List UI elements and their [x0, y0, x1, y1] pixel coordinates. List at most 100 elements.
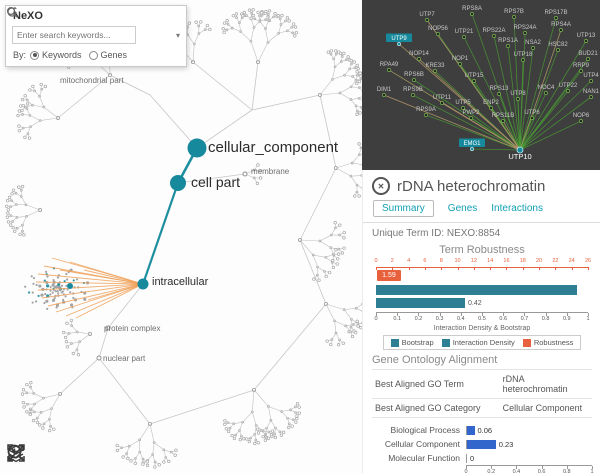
interaction-density-bar	[376, 298, 466, 308]
detail-tabs: Summary Genes Interactions	[363, 198, 600, 223]
gene-node-utp15[interactable]: UTP15	[465, 73, 484, 79]
radio-genes[interactable]	[88, 50, 98, 60]
gene-node-utp7[interactable]: UTP7	[419, 12, 435, 18]
node-cluster-term[interactable]	[67, 283, 73, 289]
gene-node-nop6[interactable]: NOP6	[573, 113, 590, 119]
go-chart-track: 0	[466, 453, 592, 463]
gene-node-emg1[interactable]: EMG1	[463, 141, 481, 147]
reset-icon[interactable]	[7, 6, 172, 42]
axis-tick	[524, 313, 526, 316]
gene-node-utp11[interactable]: UTP11	[433, 95, 452, 101]
gene-node-kre33[interactable]: KRE33	[425, 63, 445, 69]
expand-arrows-button[interactable]	[8, 443, 129, 467]
tab-summary[interactable]: Summary	[373, 200, 434, 217]
go-chart-label-cellular-component: Cellular Component	[384, 439, 460, 449]
term-label-cellular-component[interactable]: cellular_component	[208, 139, 339, 156]
gene-node-nop56[interactable]: NOP56	[428, 26, 448, 32]
gene-node-dim1[interactable]: DIM1	[377, 87, 392, 93]
tab-genes[interactable]: Genes	[447, 203, 478, 214]
go-chart-label-biological-process: Biological Process	[390, 425, 460, 435]
zoom-out-button[interactable]	[7, 443, 63, 467]
term-label-intracellular[interactable]: intracellular	[152, 276, 209, 288]
ontology-canvas[interactable]: mitochondrial part cellular_component ce…	[0, 0, 362, 473]
gene-node-rps22a[interactable]: RPS22A	[482, 28, 505, 34]
term-label-protein-complex[interactable]: protein complex	[104, 324, 161, 333]
gene-node-bud21[interactable]: BUD21	[578, 51, 598, 57]
gene-node-utp21[interactable]: UTP21	[455, 29, 474, 35]
radio-keywords[interactable]	[30, 50, 40, 60]
axis-tick	[376, 313, 377, 316]
gene-node-utp13[interactable]: UTP13	[577, 33, 596, 39]
node-cell-part[interactable]	[170, 175, 186, 191]
search-input[interactable]	[12, 26, 136, 44]
gene-node-rps17b[interactable]: RPS17B	[544, 10, 567, 16]
axis-tick-label: 0.7	[520, 316, 529, 322]
gene-node-rps7b[interactable]: RPS7B	[504, 9, 524, 15]
axis-tick	[441, 267, 443, 270]
legend-item-bootstrap: Bootstrap	[390, 338, 434, 347]
axis-tick	[491, 466, 493, 469]
axis-tick	[571, 267, 573, 270]
chevron-down-icon[interactable]: ▾	[175, 30, 180, 40]
gene-node-rps9a[interactable]: RPS9A	[416, 107, 436, 113]
term-label-mitochondrial-part[interactable]: mitochondrial part	[60, 76, 124, 85]
axis-tick	[592, 466, 593, 469]
search-icon[interactable]	[6, 6, 154, 42]
axis-tick-label: 20	[536, 258, 543, 264]
node-cellular-component[interactable]	[187, 138, 207, 158]
go-chart-value-biological-process: 0.06	[477, 425, 493, 435]
robustness-value-marker: 1.59	[376, 270, 401, 281]
gene-node-utp4[interactable]: UTP4	[583, 73, 599, 79]
gene-node-utp22[interactable]: UTP22	[559, 83, 578, 89]
gene-node-nan1[interactable]: NAN1	[583, 89, 600, 95]
gene-node-rps6b[interactable]: RPS6B	[404, 72, 424, 78]
gene-node-nop14[interactable]: NOP14	[409, 51, 429, 57]
gene-node-rps11b[interactable]: RPS11B	[492, 113, 515, 119]
gene-node-hsc82[interactable]: HSC82	[548, 42, 568, 48]
radio-label-keywords[interactable]: Keywords	[42, 50, 82, 60]
gene-node-utp10[interactable]: UTP10	[508, 152, 531, 161]
axis-tick-label: 4	[407, 258, 411, 264]
axis-tick	[539, 267, 541, 270]
axis-tick	[460, 313, 462, 316]
gene-node-rps13[interactable]: RPS13	[489, 86, 509, 92]
term-label-membrane[interactable]: membrane	[251, 167, 290, 176]
gene-node-nop1[interactable]: NOP1	[452, 56, 469, 62]
fit-to-screen-button[interactable]	[7, 443, 96, 467]
layers-button[interactable]	[7, 443, 162, 467]
node-intracellular[interactable]	[137, 278, 149, 290]
gene-node-nsa2[interactable]: NSA2	[525, 40, 541, 46]
gene-node-utp9[interactable]: UTP9	[391, 36, 407, 42]
term-label-nuclear-part[interactable]: nuclear part	[103, 354, 146, 363]
bootstrap-bar	[376, 285, 578, 295]
axis-tick-label: 0.4	[456, 316, 465, 322]
gene-node-rps24a[interactable]: RPS24A	[513, 25, 536, 31]
gene-node-enp2[interactable]: ENP2	[483, 100, 499, 106]
gene-node-rpa49[interactable]: RPA49	[380, 62, 399, 68]
close-icon[interactable]	[372, 177, 390, 195]
term-label-cell-part[interactable]: cell part	[191, 174, 241, 190]
gene-node-utp8[interactable]: UTP8	[510, 91, 526, 97]
axis-tick	[522, 267, 524, 270]
axis-tick	[473, 267, 475, 270]
gene-node-noc4[interactable]: NOC4	[538, 85, 555, 91]
gene-node-rps4a[interactable]: RPS4A	[551, 22, 571, 28]
radio-label-genes[interactable]: Genes	[100, 50, 128, 60]
gene-node-rps1a[interactable]: RPS1A	[498, 38, 518, 44]
gene-node-pwp2[interactable]: PWP2	[462, 110, 480, 116]
gene-node-utp6[interactable]: UTP6	[524, 110, 540, 116]
gene-node-rrp9[interactable]: RRP9	[573, 63, 590, 69]
axis-tick-label: 0	[374, 258, 378, 264]
gene-node-utp18[interactable]: UTP18	[514, 52, 533, 58]
gene-node-rps9b[interactable]: RPS9B	[403, 87, 423, 93]
legend-label: Interaction Density	[452, 338, 515, 347]
tab-interactions[interactable]: Interactions	[491, 203, 543, 214]
go-row-value: Cellular Component	[499, 398, 592, 418]
gene-node-rps8a[interactable]: RPS8A	[462, 6, 482, 12]
gene-node-utp5[interactable]: UTP5	[455, 100, 471, 106]
